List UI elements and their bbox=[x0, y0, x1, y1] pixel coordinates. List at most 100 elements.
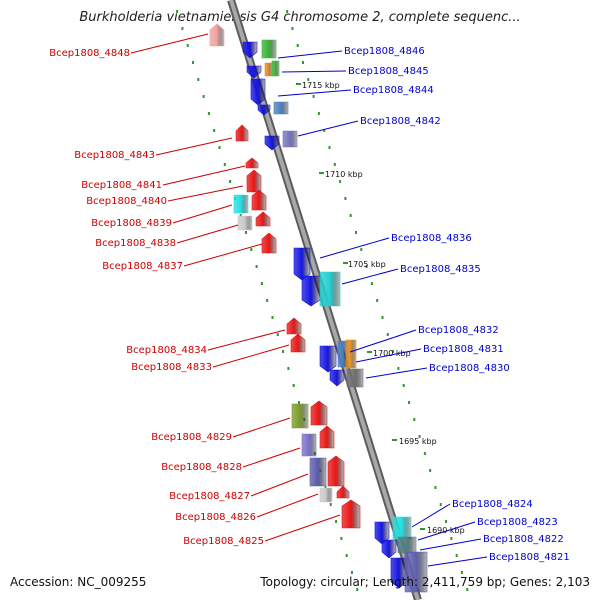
gene-feature bbox=[257, 104, 271, 116]
gene-feature bbox=[209, 23, 225, 47]
gene-feature bbox=[310, 400, 328, 426]
tick-dot bbox=[297, 401, 300, 404]
tick-dot bbox=[276, 333, 279, 336]
gene-features bbox=[209, 23, 428, 593]
leader-line bbox=[281, 70, 347, 73]
gene-feature bbox=[329, 369, 345, 387]
tick-dot bbox=[350, 571, 353, 574]
gene-label[interactable]: Bcep1808_4848 bbox=[49, 48, 130, 59]
tick-dot bbox=[381, 316, 384, 319]
gene-feature bbox=[319, 345, 337, 373]
tick-dot bbox=[218, 146, 221, 149]
gene-label[interactable]: Bcep1808_4827 bbox=[169, 491, 250, 502]
tick-dot bbox=[312, 95, 315, 98]
scale-label-1715: 1715 kbp bbox=[302, 81, 340, 90]
tick-dot bbox=[344, 197, 347, 200]
gene-label[interactable]: Bcep1808_4830 bbox=[429, 363, 510, 374]
tick-dot bbox=[376, 299, 379, 302]
gene-feature bbox=[346, 368, 364, 388]
tick-dot bbox=[339, 180, 342, 183]
tick-dot bbox=[356, 588, 359, 591]
tick-dot bbox=[365, 265, 368, 268]
tick-dot bbox=[429, 469, 432, 472]
topology-text: Topology: circular; Length: 2,411,759 bp… bbox=[260, 575, 590, 589]
gene-feature bbox=[404, 551, 428, 593]
gene-label[interactable]: Bcep1808_4829 bbox=[151, 432, 232, 443]
gene-label[interactable]: Bcep1808_4844 bbox=[353, 85, 434, 96]
gene-label[interactable]: Bcep1808_4846 bbox=[344, 46, 425, 57]
leader-line bbox=[167, 185, 244, 202]
scale-label-1690: 1690 kbp bbox=[427, 526, 465, 535]
leader-line bbox=[250, 473, 309, 497]
gene-feature bbox=[264, 62, 273, 77]
tick-dot bbox=[186, 44, 189, 47]
right-gene-labels: Bcep1808_4846 Bcep1808_4845 Bcep1808_484… bbox=[344, 46, 570, 563]
label-leaders bbox=[130, 33, 488, 567]
gene-label[interactable]: Bcep1808_4840 bbox=[86, 196, 167, 207]
leader-line bbox=[172, 204, 233, 224]
tick-dot bbox=[345, 554, 348, 557]
gene-feature bbox=[251, 189, 267, 211]
gene-feature bbox=[301, 433, 317, 457]
gene-feature bbox=[246, 65, 262, 79]
tick-dot bbox=[223, 163, 226, 166]
tick-dot bbox=[296, 44, 299, 47]
gene-label[interactable]: Bcep1808_4838 bbox=[95, 238, 176, 249]
gene-feature bbox=[250, 78, 266, 106]
gene-feature bbox=[237, 215, 253, 231]
major-tick bbox=[319, 172, 324, 174]
leader-line bbox=[207, 329, 286, 351]
tick-dot bbox=[392, 350, 395, 353]
gene-label[interactable]: Bcep1808_4824 bbox=[452, 499, 533, 510]
gene-feature bbox=[242, 41, 258, 59]
gene-feature bbox=[301, 275, 321, 307]
gene-label[interactable]: Bcep1808_4842 bbox=[360, 116, 441, 127]
gene-label[interactable]: Bcep1808_4833 bbox=[131, 362, 212, 373]
gene-label[interactable]: Bcep1808_4839 bbox=[91, 218, 172, 229]
tick-dot bbox=[349, 214, 352, 217]
gene-feature bbox=[282, 130, 298, 148]
gene-feature bbox=[286, 317, 302, 335]
tick-dot bbox=[324, 486, 327, 489]
gene-label[interactable]: Bcep1808_4841 bbox=[81, 180, 162, 191]
tick-dot bbox=[323, 129, 326, 132]
gene-feature bbox=[345, 339, 357, 369]
tick-dot bbox=[287, 367, 290, 370]
gene-label[interactable]: Bcep1808_4835 bbox=[400, 264, 481, 275]
tick-dot bbox=[244, 231, 247, 234]
gene-label[interactable]: Bcep1808_4831 bbox=[423, 344, 504, 355]
gene-label[interactable]: Bcep1808_4822 bbox=[483, 534, 564, 545]
gene-feature bbox=[264, 135, 280, 151]
leader-line bbox=[277, 89, 352, 97]
leader-line bbox=[419, 538, 482, 551]
gene-label[interactable]: Bcep1808_4821 bbox=[489, 552, 570, 563]
gene-label[interactable]: Bcep1808_4832 bbox=[418, 325, 499, 336]
tick-dot bbox=[370, 282, 373, 285]
tick-dot bbox=[250, 248, 253, 251]
gene-label[interactable]: Bcep1808_4825 bbox=[183, 536, 264, 547]
gene-label[interactable]: Bcep1808_4834 bbox=[126, 345, 207, 356]
tick-dot bbox=[413, 418, 416, 421]
tick-dot bbox=[229, 180, 232, 183]
gene-label[interactable]: Bcep1808_4823 bbox=[477, 517, 558, 528]
gene-label[interactable]: Bcep1808_4837 bbox=[102, 261, 183, 272]
gene-label[interactable]: Bcep1808_4843 bbox=[74, 150, 155, 161]
gene-label[interactable]: Bcep1808_4836 bbox=[391, 233, 472, 244]
left-gene-labels: Bcep1808_4848 Bcep1808_4843 Bcep1808_484… bbox=[49, 48, 264, 547]
tick-dot bbox=[455, 554, 458, 557]
major-tick bbox=[367, 351, 372, 353]
tick-dot bbox=[450, 537, 453, 540]
gene-label[interactable]: Bcep1808_4845 bbox=[348, 66, 429, 77]
gene-label[interactable]: Bcep1808_4828 bbox=[161, 462, 242, 473]
tick-dot bbox=[354, 231, 357, 234]
tick-dot bbox=[239, 214, 242, 217]
tick-dot bbox=[445, 520, 448, 523]
tick-dot bbox=[292, 384, 295, 387]
gene-label[interactable]: Bcep1808_4826 bbox=[175, 512, 256, 523]
tick-dot bbox=[302, 61, 305, 64]
leader-line bbox=[365, 367, 428, 379]
gene-feature bbox=[261, 39, 277, 59]
scale-labels: 1715 kbp 1710 kbp 1705 kbp 1700 kbp 1695… bbox=[302, 81, 465, 535]
gene-feature bbox=[392, 516, 412, 540]
tick-dot bbox=[207, 112, 210, 115]
